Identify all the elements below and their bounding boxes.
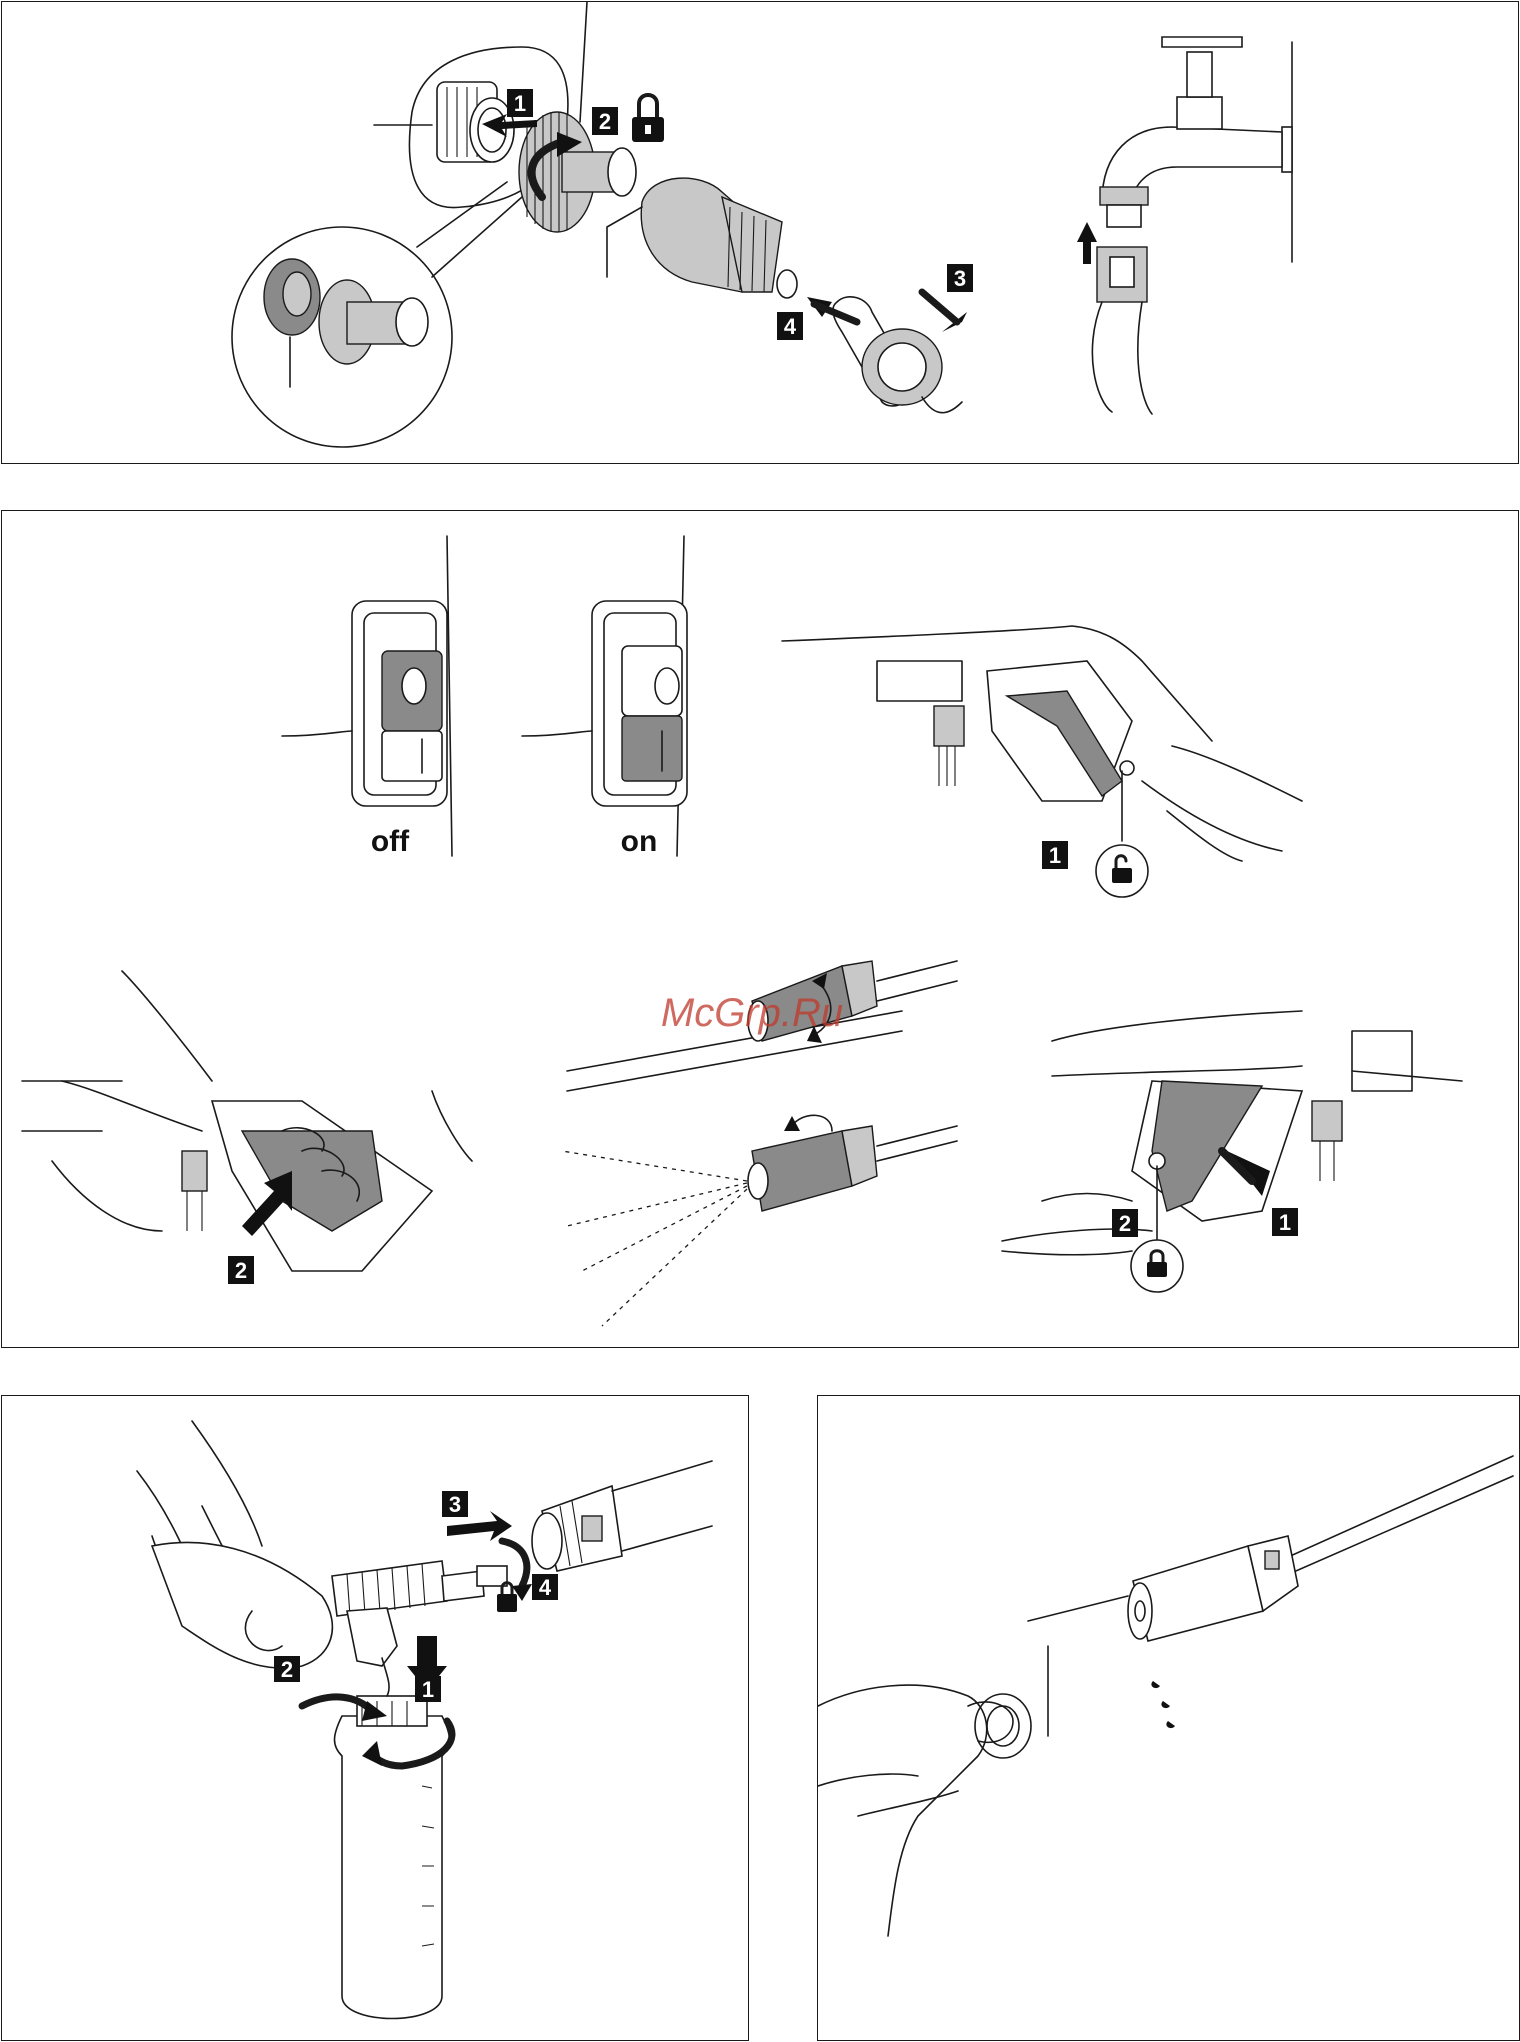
- switch-on-label: on: [621, 825, 658, 858]
- hose-connection-illustration: 1 2 3 4: [2, 2, 1520, 465]
- svg-text:4: 4: [539, 1575, 552, 1600]
- nozzle-cleaning-illustration: [818, 1396, 1520, 2042]
- badge-p2-1: 1: [1042, 841, 1068, 869]
- badge-4: 4: [777, 312, 803, 340]
- spray-gun-lock: [1002, 1011, 1462, 1292]
- svg-text:3: 3: [449, 1492, 461, 1517]
- badge-p3-4: 4: [532, 1574, 558, 1600]
- badge-p2-2b: 2: [1112, 1209, 1138, 1237]
- panel-detergent-bottle: 3 4 2 1: [1, 1395, 749, 2041]
- switch-off-label: off: [371, 825, 410, 858]
- badge-p3-2: 2: [274, 1656, 300, 1682]
- panel-hose-connection: 1 2 3 4: [1, 1, 1519, 464]
- detergent-bottle: [335, 1658, 450, 2019]
- svg-text:2: 2: [1119, 1211, 1131, 1236]
- lance-nozzle: [1128, 1456, 1513, 1641]
- svg-text:2: 2: [599, 109, 611, 134]
- arrow-icon: [1077, 222, 1097, 264]
- badge-2: 2: [592, 107, 618, 135]
- panel-switch-and-trigger: off on 1: [1, 510, 1519, 1348]
- switch-trigger-illustration: off on 1: [2, 511, 1520, 1349]
- cleaning-needle: [975, 1596, 1128, 1758]
- badge-p2-2a: 2: [228, 1256, 254, 1284]
- badge-p3-3: 3: [442, 1491, 468, 1517]
- svg-text:2: 2: [235, 1258, 247, 1283]
- switch-on: [522, 536, 687, 856]
- lock-icon: [632, 95, 664, 142]
- badge-3: 3: [947, 264, 973, 292]
- badge-1: 1: [507, 89, 533, 117]
- nozzle-end: [532, 1461, 712, 1571]
- badge-p2-1b: 1: [1272, 1208, 1298, 1236]
- nozzle-fan: [562, 1115, 957, 1326]
- faucet: [1077, 37, 1292, 414]
- coupling-ring: [519, 112, 636, 232]
- badge-p3-1: 1: [415, 1676, 441, 1702]
- svg-text:1: 1: [1279, 1210, 1291, 1235]
- quick-connector: [641, 178, 797, 298]
- svg-text:3: 3: [954, 266, 966, 291]
- svg-text:4: 4: [784, 314, 797, 339]
- svg-text:2: 2: [281, 1657, 293, 1682]
- panel-nozzle-cleaning: [817, 1395, 1520, 2041]
- watermark: McGrp.Ru: [661, 991, 843, 1035]
- filter-inset: [232, 182, 522, 447]
- switch-off: [282, 536, 452, 856]
- svg-text:1: 1: [422, 1677, 434, 1702]
- svg-text:1: 1: [514, 91, 526, 116]
- svg-text:1: 1: [1049, 843, 1061, 868]
- detergent-bottle-illustration: 3 4 2 1: [2, 1396, 750, 2042]
- pouring-hand: [137, 1421, 332, 1668]
